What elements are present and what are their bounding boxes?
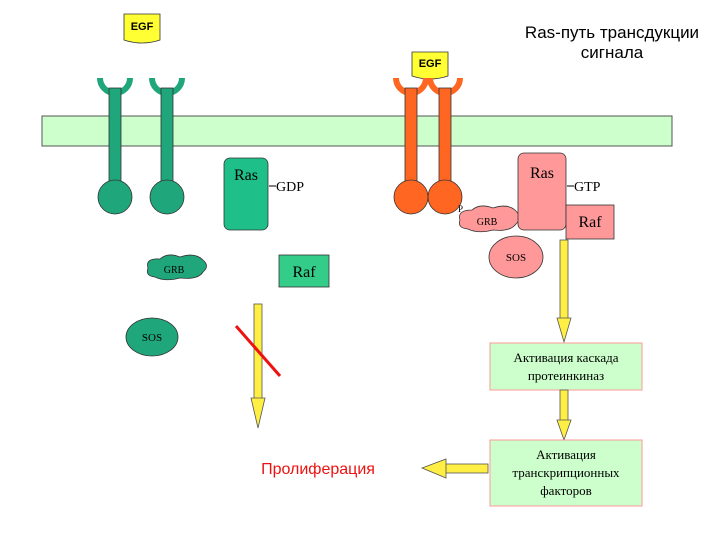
sos-free [125,317,179,357]
egf-label-bound: EGF [419,58,442,70]
blocked-arrow [250,303,266,429]
tf-line1: Активация [536,447,596,462]
sos-active-label: SOS [506,252,526,264]
box-transcription-factors [489,439,643,507]
sos-free-label: SOS [142,332,162,344]
grb-active: GRB [458,205,520,233]
raf-active-label: Raf [578,214,602,231]
gdp-label: GDP [276,180,304,195]
egf-ligand-bound: EGF [411,51,449,80]
kinase-cascade-line2: протеинкиназ [528,368,604,383]
ras-active-label: Ras [530,165,554,182]
grb-free: GRB [146,254,207,281]
title-line1: Ras-путь трансдукции [525,23,699,42]
ras-active [517,152,567,231]
raf-inactive-label: Raf [292,264,316,281]
sos-active [488,235,544,279]
arrow-tf-to-proliferation [420,458,489,479]
inactive-receptor-left [97,77,133,215]
arrow-raf-to-cascade [556,239,572,344]
active-receptor-right [427,77,463,215]
ras-inactive-label: Ras [234,167,258,184]
egf-label-free: EGF [131,21,154,33]
kinase-cascade-line1: Активация каскада [514,350,619,365]
grb-active-label: GRB [477,217,498,228]
egf-ligand-free: EGF [123,13,161,44]
block-mark [234,325,282,377]
phospho-mark: P [458,204,463,214]
raf-active [565,204,615,240]
cell-membrane [41,115,673,147]
raf-inactive [278,254,330,288]
grb-free-label: GRB [164,265,185,276]
gtp-label: GTP [574,180,601,195]
box-kinase-cascade [489,342,643,391]
active-receptor-left [393,77,429,215]
arrow-cascade-to-tf [556,389,572,442]
proliferation-label: Пролиферация [261,461,375,478]
ras-inactive [223,157,269,231]
tf-line2: транскрипционных [512,465,620,480]
inactive-receptor-right [149,77,185,215]
title-line2: сигнала [581,43,644,62]
tf-line3: факторов [540,483,592,498]
